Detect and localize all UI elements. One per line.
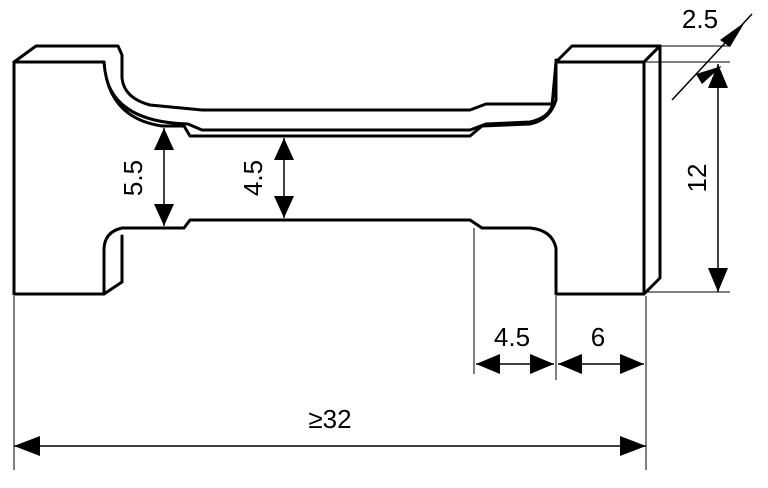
dim-grip-length-label: 6 [591,322,605,352]
dim-gauge-arrow-bottom [274,196,294,218]
dim-transition-arrow-left [476,354,500,374]
dim-overall-label: ≥32 [308,404,351,434]
dim-transition-arrow-right [530,354,554,374]
dim-shoulder-arrow-top [154,128,174,150]
dim-grip-height-arrow-top [708,64,728,88]
specimen-side-face [642,44,662,296]
dim-gauge-label: 4.5 [238,160,268,196]
specimen-chamfer-left [102,234,124,296]
dim-shoulder-label: 5.5 [118,160,148,196]
dim-grip-length-arrow-right [620,354,644,374]
dim-overall-arrow-right [620,436,646,456]
dim-thickness-arrow-a [720,22,745,47]
dim-overall-arrow-left [14,436,40,456]
dim-grip-length-arrow-left [558,354,582,374]
dim-gauge-arrow-top [274,138,294,160]
dim-grip-height-arrow-bottom [708,268,728,292]
dim-shoulder-arrow-bottom [154,204,174,226]
dim-thickness-label: 2.5 [682,4,718,34]
specimen-front-face [12,60,646,296]
dim-transition-label: 4.5 [494,322,530,352]
dim-grip-height-label: 12 [682,164,712,193]
